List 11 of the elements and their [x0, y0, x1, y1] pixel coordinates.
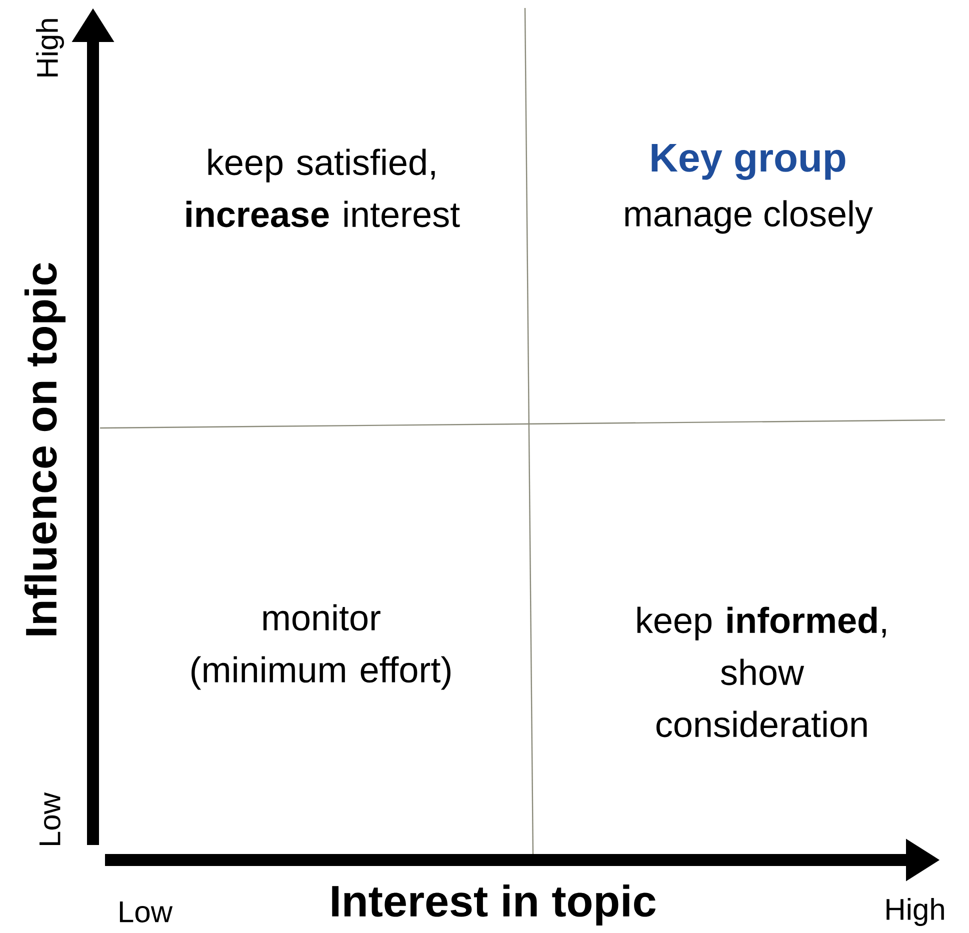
axis-title: Influence on topic: [24, 263, 66, 636]
axis-title: Interest in topic: [332, 884, 656, 926]
axis-end-label: High: [886, 898, 944, 926]
quadrant-text: manage closely: [625, 200, 873, 234]
quadrant-heading: Key group: [652, 144, 846, 180]
quadrant-text: keep informed, show consideration: [637, 606, 886, 738]
axis-end-label: High: [36, 19, 64, 76]
axis-end-label: Low: [40, 792, 60, 846]
quadrant-text: monitor (minimum effort): [192, 604, 450, 690]
axis-end-label: Low: [120, 902, 173, 922]
quadrant-text: keep satisfied, increase interest: [186, 148, 460, 228]
